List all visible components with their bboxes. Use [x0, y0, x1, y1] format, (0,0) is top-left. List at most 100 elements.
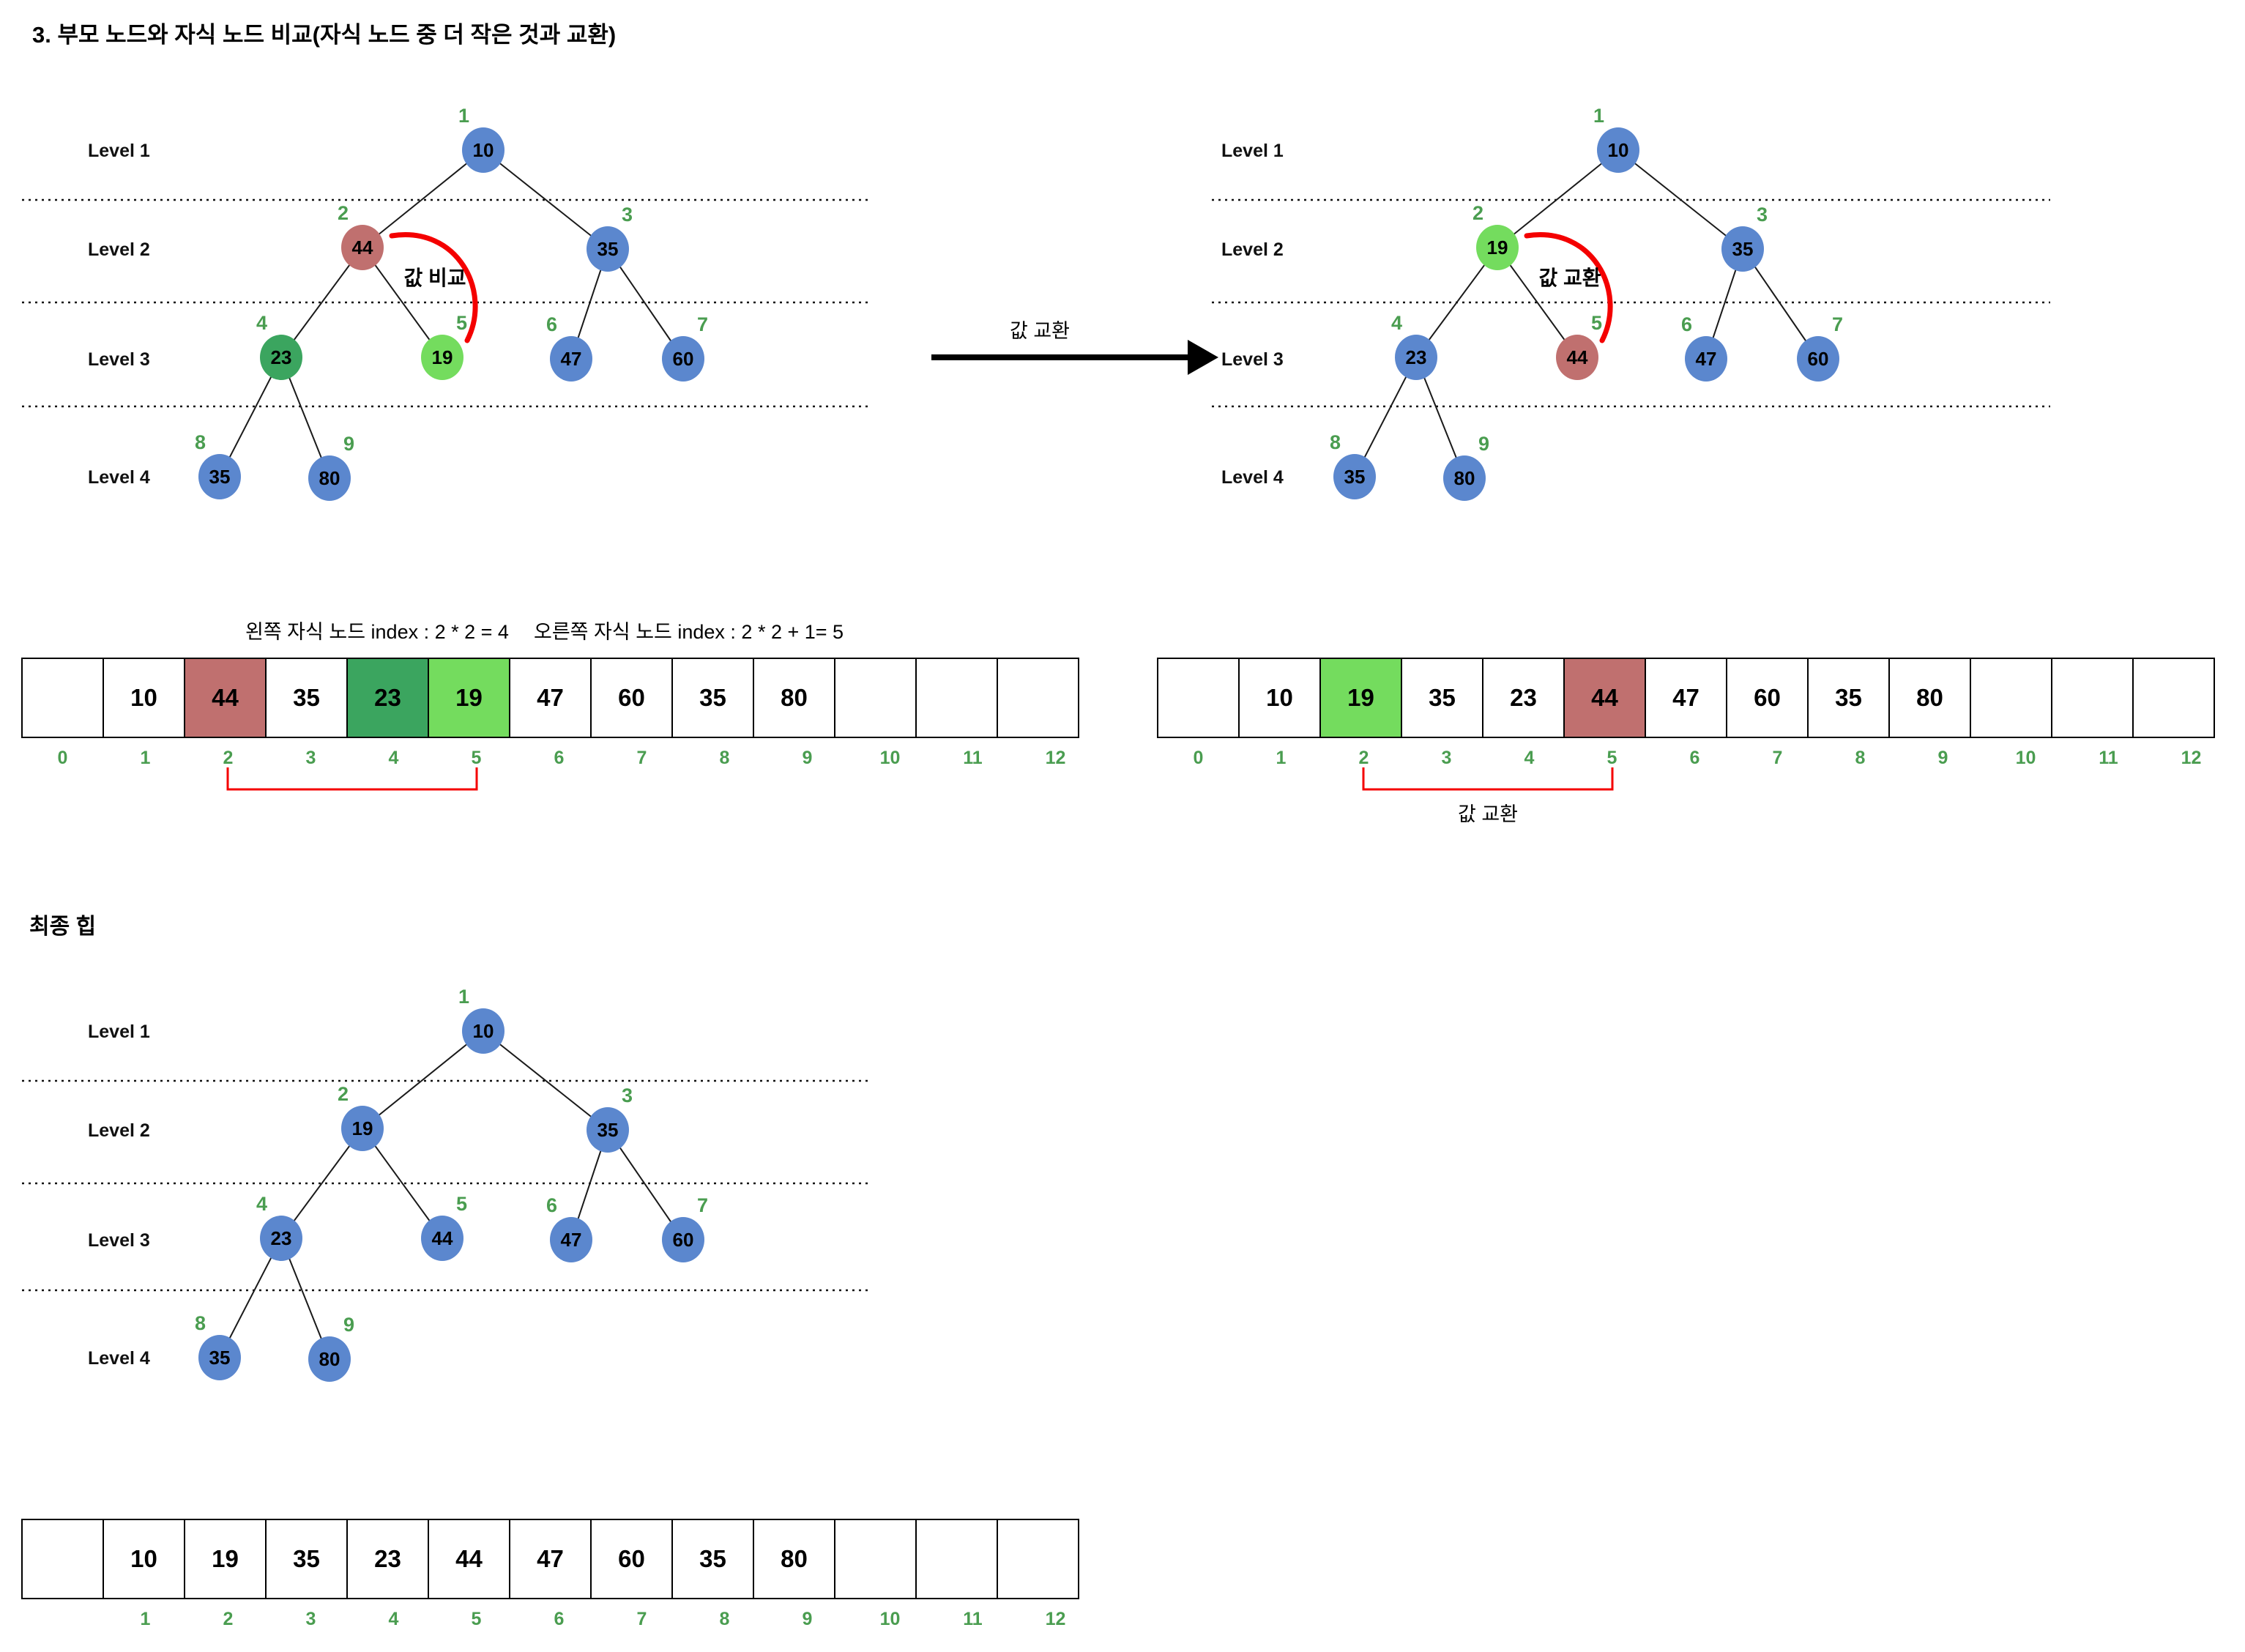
array-index-label: 11 [963, 1609, 983, 1629]
array-index-label: 9 [802, 748, 813, 768]
array-cell: 35 [671, 1519, 754, 1599]
node-index-label: 5 [1591, 312, 1603, 334]
node-value: 35 [597, 1118, 619, 1141]
array-index-label: 3 [305, 748, 316, 768]
right-child-index-formula: 오른쪽 자식 노드 index : 2 * 2 + 1= 5 [534, 621, 844, 643]
array-after: 10 19 35 23 44 47 60 35 80 [1157, 658, 2215, 738]
level-label: Level 1 [1221, 141, 1284, 161]
array-index-label: 6 [554, 748, 565, 768]
array-cell: 23 [1482, 658, 1565, 738]
node-index-label: 5 [456, 1193, 468, 1215]
node-index-label: 2 [1472, 202, 1483, 224]
node-index-label: 8 [1329, 431, 1341, 453]
node-index-label: 4 [256, 1193, 267, 1215]
level-label: Level 4 [88, 1348, 150, 1369]
range-bracket-left [226, 767, 478, 791]
array-index-label: 9 [1937, 748, 1948, 768]
array-index-label: 10 [879, 1609, 901, 1629]
array-index-label: 1 [140, 748, 151, 768]
array-cell [915, 1519, 998, 1599]
array-index-label: 12 [1045, 1609, 1066, 1629]
node-index-label: 7 [697, 313, 709, 335]
swap-arc [1524, 232, 1613, 343]
node-index-label: 9 [1478, 433, 1490, 455]
final-heap-heading: 최종 힙 [29, 915, 97, 939]
array-index-label: 3 [1441, 748, 1452, 768]
compare-arc [389, 232, 478, 343]
array-index-label: 0 [57, 748, 68, 768]
array-cell [21, 1519, 104, 1599]
level-label: Level 1 [88, 1022, 150, 1042]
node-value: 80 [319, 1347, 340, 1370]
node-value: 47 [560, 347, 582, 370]
node-index-label: 4 [256, 312, 267, 334]
node-index-label: 4 [1390, 312, 1402, 334]
page-title: 3. 부모 노드와 자식 노드 비교(자식 노드 중 더 작은 것과 교환) [32, 22, 617, 48]
node-value: 23 [270, 346, 292, 368]
array-cell: 35 [265, 1519, 348, 1599]
array-index-label: 2 [1358, 748, 1369, 768]
array-index-label: 5 [471, 1609, 482, 1629]
array-cell: 44 [184, 658, 267, 738]
node-index-label: 2 [337, 202, 349, 224]
array-cell [997, 1519, 1079, 1599]
node-value: 35 [1344, 465, 1366, 488]
array-index-label: 8 [719, 748, 730, 768]
node-value: 47 [560, 1228, 582, 1251]
level-label: Level 4 [88, 467, 150, 488]
level-label: Level 1 [88, 141, 150, 161]
swap-arc-label: 값 교환 [1538, 267, 1601, 289]
level-label: Level 3 [1221, 349, 1284, 370]
array-index-label: 10 [2015, 748, 2036, 768]
array-cell: 80 [753, 658, 835, 738]
level-label: Level 3 [88, 1230, 150, 1251]
array-index-label: 7 [1772, 748, 1783, 768]
array-index-label: 2 [223, 748, 234, 768]
array-cell: 47 [1645, 658, 1727, 738]
level-separators-left-tree [22, 198, 868, 408]
array-cell [1157, 658, 1240, 738]
array-cell: 35 [1807, 658, 1890, 738]
array-index-label [21, 1608, 104, 1630]
level-label: Level 4 [1221, 467, 1284, 488]
array-cell: 19 [184, 1519, 267, 1599]
array-cell: 44 [1563, 658, 1646, 738]
node-value: 35 [597, 237, 619, 260]
node-index-label: 8 [194, 431, 206, 453]
array-cell: 60 [1726, 658, 1809, 738]
array-index-label: 1 [140, 1609, 151, 1629]
array-cell: 19 [1319, 658, 1402, 738]
node-value: 10 [1607, 138, 1629, 161]
array-index-label: 4 [388, 1609, 399, 1629]
array-index-label: 7 [636, 1609, 647, 1629]
array-swap-label: 값 교환 [1457, 803, 1519, 825]
node-value: 44 [1566, 346, 1588, 368]
array-index-label: 11 [2099, 748, 2118, 768]
level-label: Level 2 [88, 1120, 150, 1141]
node-value: 35 [209, 465, 231, 488]
node-value: 10 [472, 1019, 494, 1042]
array-cell [2051, 658, 2134, 738]
array-cell: 80 [1888, 658, 1971, 738]
node-value: 44 [351, 236, 373, 258]
array-index-label: 5 [471, 748, 482, 768]
node-index-label: 9 [343, 433, 355, 455]
